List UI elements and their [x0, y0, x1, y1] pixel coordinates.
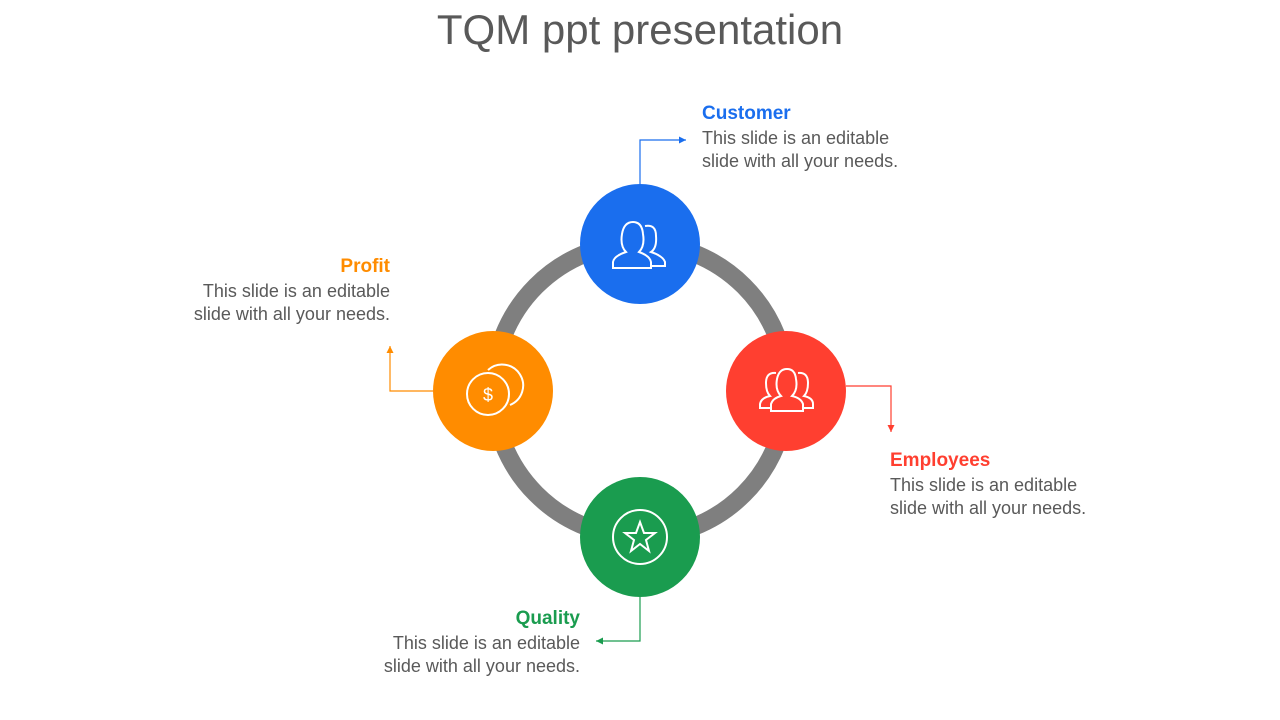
coins-icon: $	[466, 363, 525, 416]
profit-connector	[386, 346, 433, 392]
employees-desc-1: This slide is an editable	[890, 475, 1078, 495]
employees-text: Employees This slide is an editable slid…	[890, 449, 1086, 520]
star-badge-icon	[612, 509, 668, 565]
profit-heading: Profit	[340, 256, 390, 277]
customer-text: Customer This slide is an editable slide…	[702, 102, 898, 173]
employees-desc-2: slide with all your needs.	[890, 498, 1087, 518]
quality-connector	[596, 597, 641, 645]
profit-text: Profit This slide is an editable slide w…	[150, 255, 390, 326]
customer-connector	[639, 136, 686, 184]
quality-heading: Quality	[515, 608, 580, 629]
users-icon	[612, 220, 666, 269]
employees-heading: Employees	[890, 450, 991, 471]
customer-heading: Customer	[702, 103, 791, 124]
profit-node: $	[433, 331, 553, 451]
customer-node	[580, 184, 700, 304]
svg-text:$: $	[483, 385, 493, 405]
customer-desc-1: This slide is an editable	[702, 128, 890, 148]
profit-desc-1: This slide is an editable	[202, 281, 390, 301]
profit-desc-2: slide with all your needs.	[193, 304, 390, 324]
quality-node	[580, 477, 700, 597]
slide-title: TQM ppt presentation	[436, 6, 844, 53]
employees-node	[726, 331, 846, 451]
customer-desc-2: slide with all your needs.	[702, 151, 899, 171]
group-icon	[759, 367, 814, 412]
quality-desc-2: slide with all your needs.	[383, 656, 580, 676]
employees-connector	[846, 385, 895, 432]
quality-desc-1: This slide is an editable	[392, 633, 580, 653]
quality-text: Quality This slide is an editable slide …	[340, 607, 580, 678]
